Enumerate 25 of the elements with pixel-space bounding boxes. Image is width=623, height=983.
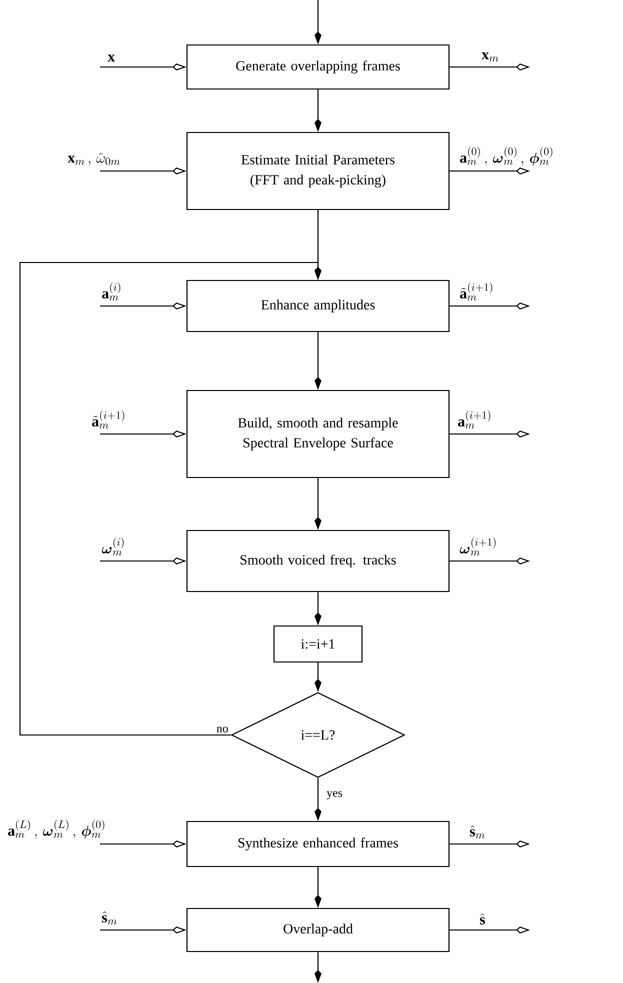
process-box: Generate overlapping frames: [186, 44, 450, 90]
edge-label: $\tilde{\mathbf{a}}_m^{(i+1)}$: [460, 282, 492, 301]
process-box: Overlap-add: [186, 908, 450, 952]
process-box: i:=i+1: [273, 625, 363, 663]
edge-label: $\mathbf{x}$: [108, 54, 115, 62]
process-box: Synthesize enhanced frames: [186, 820, 450, 868]
edge-label: $\mathbf{a}_m^{(i)}$: [102, 282, 120, 301]
process-box: Build, smooth and resample Spectral Envelope Surface: [186, 390, 450, 478]
process-box: Enhance amplitudes: [186, 280, 450, 332]
edge-label: $\tilde{\mathbf{a}}_m^{(i+1)}$: [92, 410, 124, 429]
edge-label: $\boldsymbol{\omega}_m^{(i)}$: [102, 538, 124, 556]
edge-label: $\boldsymbol{\omega}_m^{(i+1)}$: [460, 538, 496, 556]
process-box: Smooth voiced freq. tracks: [186, 530, 450, 592]
arrow: [19, 262, 322, 736]
edge-label: $\mathbf{x}_m$: [482, 52, 498, 62]
edge-label: $\mathbf{a}_m^{(0)}\,,\,\boldsymbol{\omega}_m^{(0)}\,,\,\boldsymbol{\phi}_m^{(0)}$: [460, 146, 552, 166]
edge-label: $\hat{\mathbf{s}}_m$: [102, 911, 117, 925]
edge-label: $\hat{\mathbf{s}}_m$: [470, 825, 485, 839]
edge-label: yes: [324, 789, 345, 802]
process-box: Estimate Initial Parameters (FFT and peak-picking): [186, 132, 450, 210]
edge-label: $\mathbf{a}_m^{(i+1)}$: [458, 410, 490, 429]
edge-label: no: [214, 724, 230, 734]
edge-label: $\hat{\mathbf{s}}$: [480, 913, 486, 924]
edge-label: $\mathbf{a}_m^{(L)}\,,\,\boldsymbol{\omega}_m^{(L)}\,,\,\boldsymbol{\phi}_m^{(0)}$: [8, 820, 104, 839]
edge-label: $\mathbf{x}_m\,,\,\hat{\omega}_{0m}$: [68, 152, 120, 166]
